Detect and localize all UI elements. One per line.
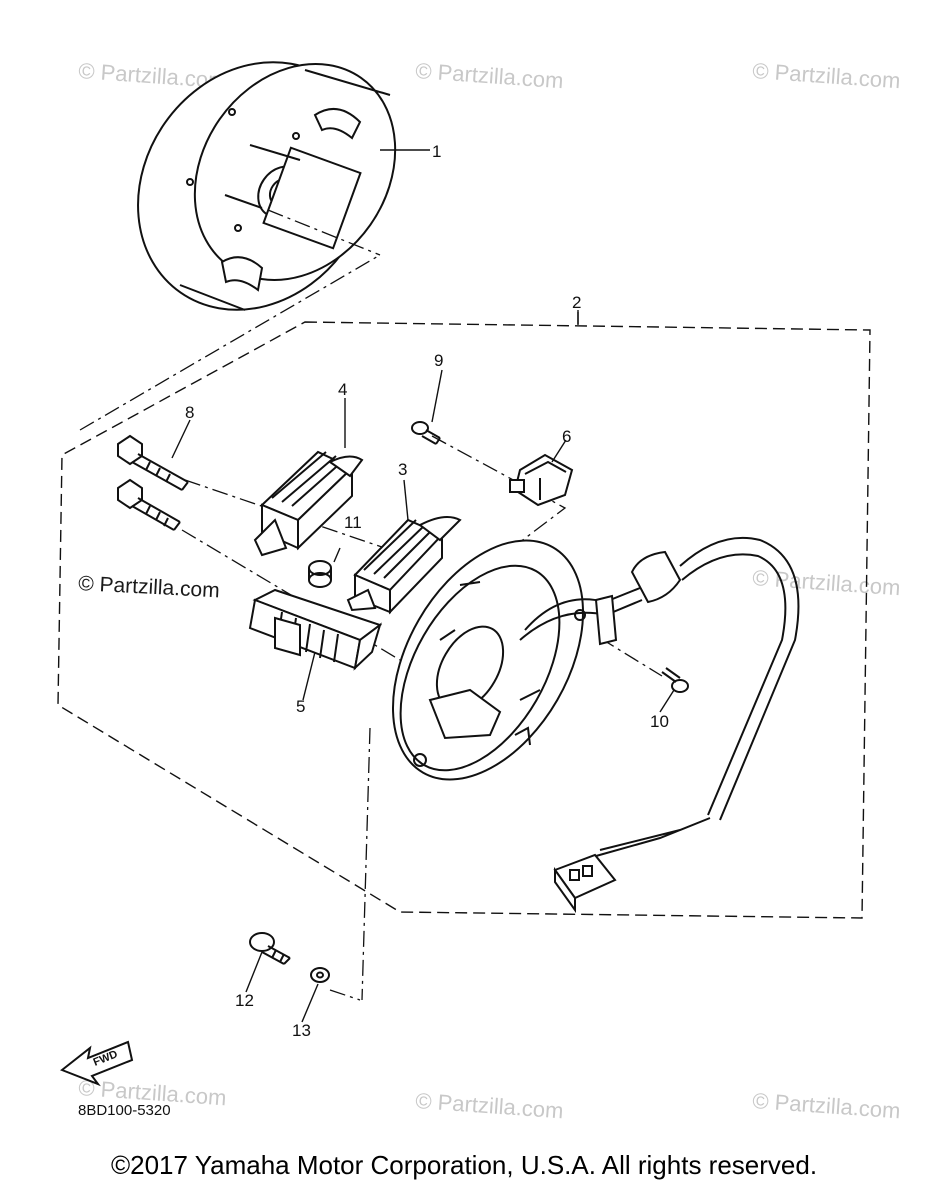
bolt-part-8b: [117, 478, 181, 531]
callout-9: 9: [434, 351, 443, 370]
callout-5: 5: [296, 697, 305, 716]
callout-6: 6: [562, 427, 571, 446]
bolt-part-12: [249, 932, 291, 965]
callout-10: 10: [650, 712, 669, 731]
bolt-part-8: [117, 434, 189, 491]
stator-base-plate: [392, 536, 800, 857]
watermark: © Partzilla.com: [415, 1088, 565, 1123]
callout-4: 4: [338, 380, 347, 399]
clamp-part-6: [509, 453, 574, 507]
coil-part-3: [346, 515, 462, 615]
coil-part-4: [253, 450, 364, 557]
watermark: © Partzilla.com: [752, 58, 902, 93]
callout-11: 11: [344, 513, 362, 532]
pickup-coil-part-5: [248, 588, 383, 671]
watermark: © Partzilla.com: [415, 58, 565, 93]
screw-part-9: [411, 421, 441, 445]
callout-12: 12: [235, 991, 254, 1010]
callout-1: 1: [432, 142, 441, 161]
watermark: © Partzilla.com: [752, 1088, 902, 1123]
diagram-code: 8BD100-5320: [78, 1102, 171, 1119]
fwd-arrow-icon: FWD: [60, 1040, 134, 1087]
collar-part-11: [308, 547, 341, 588]
harness-connector: [553, 853, 617, 914]
watermark: © Partzilla.com: [752, 565, 902, 600]
screw-part-10: [661, 667, 689, 693]
washer-part-13: [310, 967, 330, 983]
watermark-dark: © Partzilla.com: [78, 572, 221, 602]
stator-assembly-outline: [57, 321, 871, 919]
callout-13: 13: [292, 1021, 311, 1040]
callout-3: 3: [398, 460, 407, 479]
copyright-notice: ©2017 Yamaha Motor Corporation, U.S.A. A…: [110, 1150, 818, 1180]
callout-8: 8: [185, 403, 194, 422]
flywheel-rotor-part: [137, 61, 430, 311]
callout-2: 2: [572, 293, 581, 312]
